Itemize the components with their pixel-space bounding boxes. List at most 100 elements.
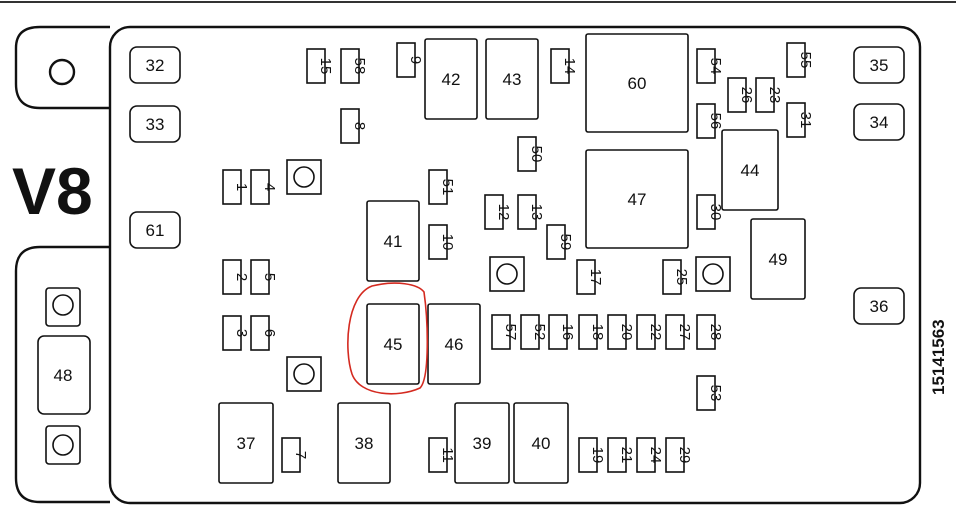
fuse-17: 17 [576,259,604,295]
fuse-label: 7 [292,451,309,459]
fuse-22: 22 [636,314,664,350]
relay-label: 44 [741,161,760,180]
connector-32: 32 [129,46,181,84]
fuse-label: 27 [676,324,693,341]
connector-34: 34 [853,103,905,141]
fuse-52: 52 [520,314,548,350]
fuse-label: 55 [797,52,814,69]
fuse-21: 21 [607,437,635,473]
fuse-5: 5 [250,259,278,295]
connector-label: 61 [146,221,165,240]
fuse-label: 54 [707,58,724,75]
fuse-label: 16 [559,324,576,341]
fuse-label: 23 [766,87,783,104]
fuse-30: 30 [696,194,724,230]
fuse-label: 11 [439,447,456,463]
fuse-label: 30 [707,204,724,221]
fuse-label: 4 [261,183,278,191]
fuse-label: 14 [561,58,578,75]
connector-61: 61 [129,211,181,249]
relay-label: 42 [442,70,461,89]
large-fuse-48: 48 [37,287,91,465]
fuse-14: 14 [550,48,578,84]
relay-label: 39 [473,434,492,453]
fuse-26: 26 [727,77,755,113]
fuse-15: 15 [306,48,334,84]
fuse-label: 24 [647,447,664,464]
relay-37: 37 [218,402,274,484]
connector-35: 35 [853,46,905,84]
relay-label: 38 [355,434,374,453]
fuse-12: 12 [484,194,512,230]
fuse-7: 7 [281,437,309,473]
fuse-label: 8 [351,122,368,130]
fuse-label: 58 [351,58,368,75]
fuse-58: 58 [340,48,368,84]
fuse-label: 15 [317,58,334,75]
fuse-31: 31 [786,102,814,138]
fuse-label: 9 [407,56,424,64]
mounting-tab-bottom [14,245,110,504]
fuse-label: 53 [707,385,724,402]
mounting-bosses [286,159,731,392]
fuse-8: 8 [340,108,368,144]
fuse-label: 21 [618,447,635,464]
fuse-59: 59 [546,224,574,260]
relay-40: 40 [513,402,569,484]
fuse-54: 54 [696,48,724,84]
large-fuse-label: 48 [54,366,73,385]
fuse-9: 9 [396,42,424,78]
fuse-10: 10 [428,224,456,260]
fuse-label: 31 [797,112,814,129]
mounting-hole-top [48,58,76,86]
fuse-51: 51 [428,169,456,205]
relay-47: 47 [585,149,689,249]
fuse-18: 18 [578,314,606,350]
fuse-label: 29 [676,447,693,464]
fuse-13: 13 [517,194,545,230]
relay-label: 43 [503,70,522,89]
fuse-label: 1 [233,183,250,191]
relay-label: 46 [445,335,464,354]
relay-38: 38 [337,402,391,484]
fuse-19: 19 [578,437,606,473]
relay-label: 49 [769,250,788,269]
fuse-3: 3 [222,315,250,351]
fuse-53: 53 [696,375,724,411]
fuse-label: 20 [618,324,635,341]
relay-43: 43 [485,38,539,120]
fuse-1: 1 [222,169,250,205]
fuse-label: 12 [495,204,512,221]
fuse-label: 5 [261,273,278,281]
fuse-label: 57 [502,324,519,341]
connector-label: 34 [870,113,889,132]
connector-label: 33 [146,115,165,134]
connector-label: 35 [870,56,889,75]
fuse-28: 28 [696,314,724,350]
relay-60: 60 [585,33,689,133]
fuse-2: 2 [222,259,250,295]
connector-label: 32 [146,56,165,75]
fuse-29: 29 [665,437,693,473]
fuse-label: 51 [439,179,456,196]
fuse-20: 20 [607,314,635,350]
fuse-label: 18 [589,324,606,341]
fuse-label: 25 [673,269,690,286]
relay-label: 45 [384,335,403,354]
fuse-label: 28 [707,324,724,341]
fuse-box-housing [108,25,922,505]
fuse-11: 11 [428,437,456,473]
fuse-label: 52 [531,324,548,341]
fuse-57: 57 [491,314,519,350]
fuse-label: 50 [528,146,545,163]
fuse-27: 27 [665,314,693,350]
fuse-55: 55 [786,42,814,78]
connector-label: 36 [870,297,889,316]
mounting-tab-top [14,25,110,110]
engine-label: V8 [12,154,93,228]
fuse-6: 6 [250,315,278,351]
fuse-label: 26 [738,87,755,104]
